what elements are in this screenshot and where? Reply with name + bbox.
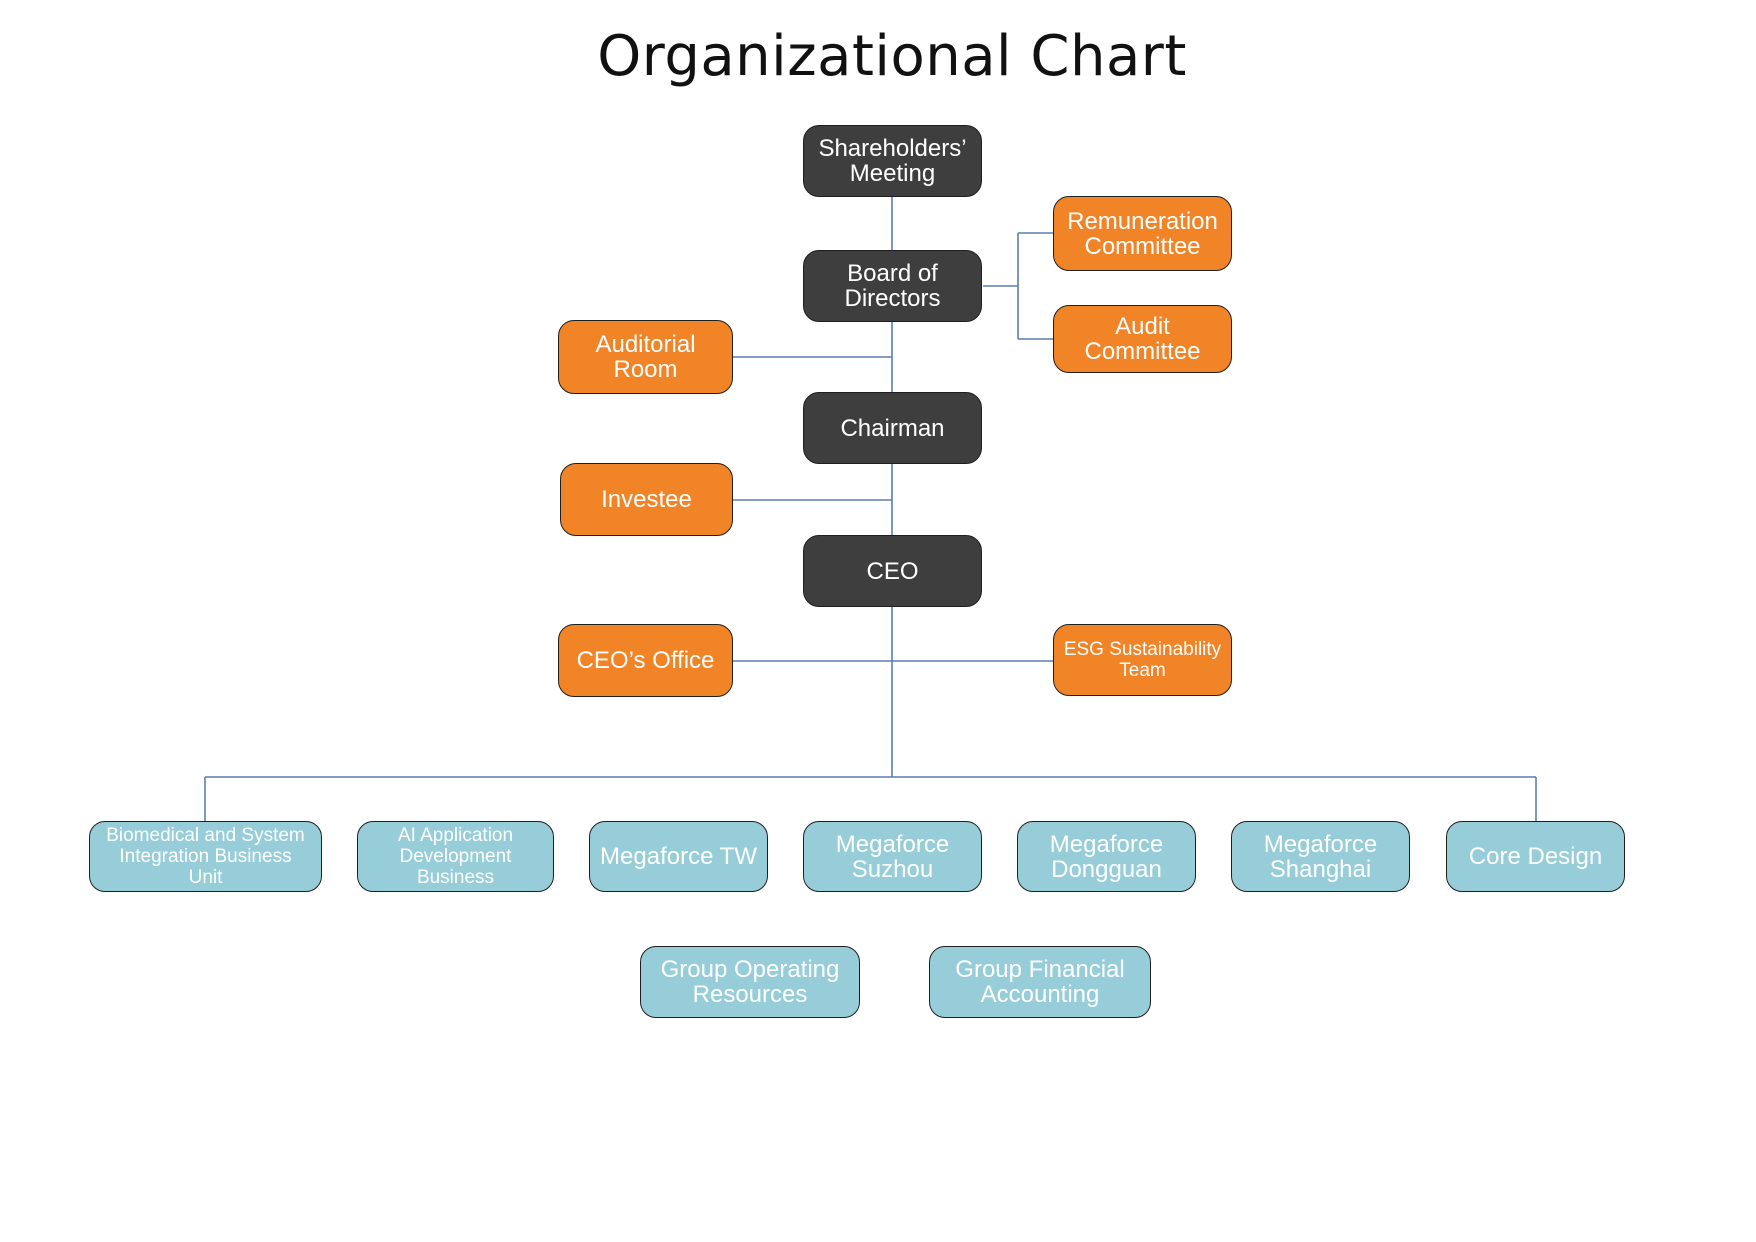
- node-biomedical-unit: Biomedical and System Integration Busine…: [89, 821, 322, 892]
- node-label: CEO: [866, 557, 919, 585]
- node-shareholders-meeting: Shareholders’ Meeting: [803, 125, 982, 197]
- node-group-financial-accounting: Group Financial Accounting: [929, 946, 1151, 1018]
- node-investee: Investee: [560, 463, 733, 536]
- node-label: CEO’s Office: [576, 647, 715, 674]
- node-megaforce-suzhou: Megaforce Suzhou: [803, 821, 982, 892]
- chart-title: Organizational Chart: [597, 24, 1187, 89]
- node-label: Group Financial Accounting: [955, 956, 1125, 1008]
- node-remuneration-committee: Remuneration Committee: [1053, 196, 1232, 271]
- node-ceo: CEO: [803, 535, 982, 607]
- node-ai-application: AI Application Development Business: [357, 821, 554, 892]
- node-group-operating-resources: Group Operating Resources: [640, 946, 860, 1018]
- node-label: Auditorial Room: [595, 331, 696, 383]
- node-ceos-office: CEO’s Office: [558, 624, 733, 697]
- node-label: Shareholders’ Meeting: [818, 135, 967, 187]
- node-label: AI Application Development Business: [397, 825, 514, 888]
- node-chairman: Chairman: [803, 392, 982, 464]
- node-core-design: Core Design: [1446, 821, 1625, 892]
- node-label: Megaforce Dongguan: [1049, 830, 1164, 883]
- node-megaforce-dongguan: Megaforce Dongguan: [1017, 821, 1196, 892]
- node-label: Megaforce Shanghai: [1263, 830, 1378, 883]
- node-board-of-directors: Board of Directors: [803, 250, 982, 322]
- node-megaforce-tw: Megaforce TW: [589, 821, 768, 892]
- node-label: Core Design: [1468, 843, 1603, 870]
- node-audit-committee: Audit Committee: [1053, 305, 1232, 373]
- node-esg-sustainability-team: ESG Sustainability Team: [1053, 624, 1232, 696]
- node-auditorial-room: Auditorial Room: [558, 320, 733, 394]
- node-label: ESG Sustainability Team: [1063, 639, 1222, 681]
- node-label: Board of Directors: [844, 260, 941, 312]
- node-label: Biomedical and System Integration Busine…: [106, 825, 305, 888]
- node-label: Megaforce TW: [600, 843, 757, 870]
- node-label: Chairman: [840, 414, 945, 442]
- node-megaforce-shanghai: Megaforce Shanghai: [1231, 821, 1410, 892]
- node-label: Remuneration Committee: [1067, 207, 1218, 260]
- node-label: Group Operating Resources: [660, 956, 840, 1008]
- node-label: Megaforce Suzhou: [835, 830, 950, 883]
- node-label: Investee: [601, 486, 692, 513]
- node-label: Audit Committee: [1084, 313, 1201, 365]
